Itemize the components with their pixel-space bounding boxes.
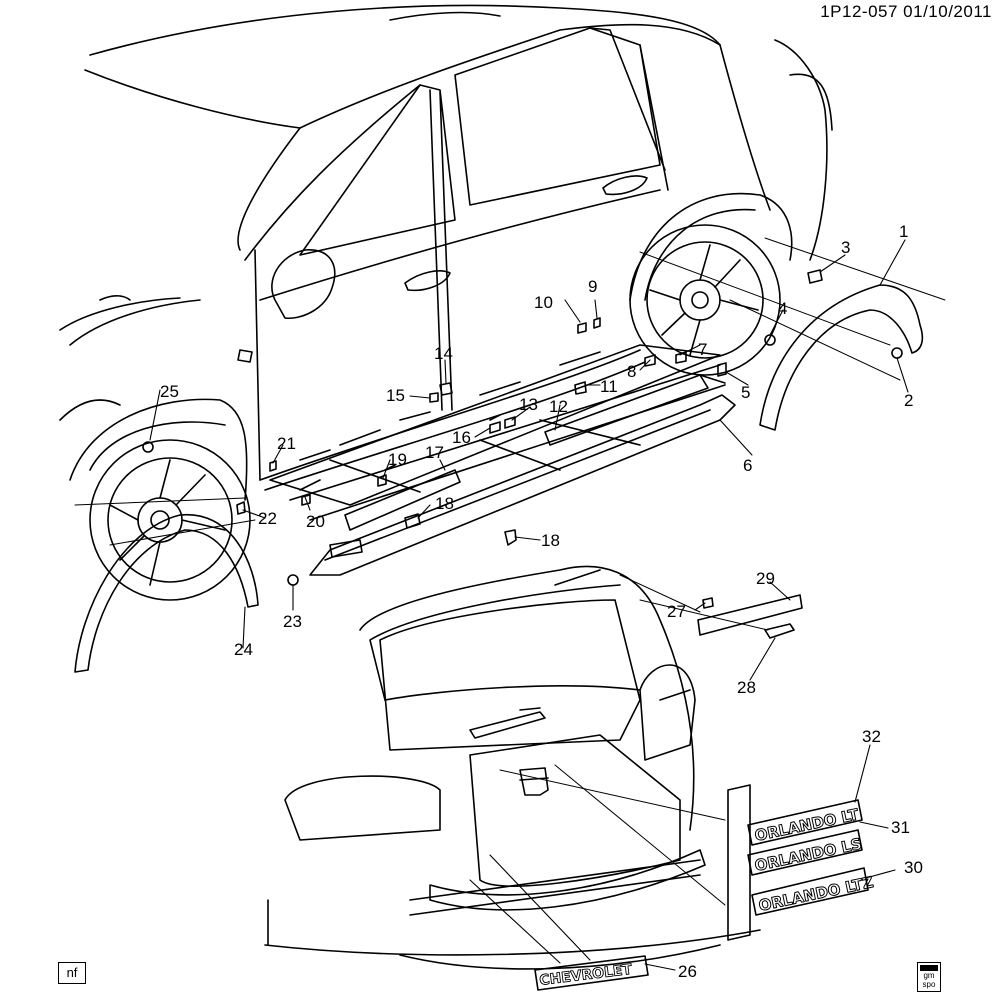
- callout-31: 31: [891, 818, 910, 837]
- callout-20: 20: [306, 512, 325, 531]
- callout-28: 28: [737, 678, 756, 697]
- vehicle-side-view: [59, 4, 833, 601]
- callout-6: 6: [743, 456, 753, 475]
- callout-18-lower: 18: [541, 531, 560, 550]
- callout-21: 21: [277, 434, 296, 453]
- callout-19: 19: [388, 450, 407, 469]
- badge-text: ORLANDO LT ORLANDO LS ORLANDO LTZ CHEVRO…: [538, 805, 875, 990]
- callout-8: 8: [627, 362, 637, 381]
- logo-bar: [920, 965, 938, 971]
- callout-9: 9: [588, 277, 598, 296]
- badge-chevrolet: CHEVROLET: [539, 962, 634, 989]
- badges-and-emblem: [534, 594, 869, 991]
- callout-32: 32: [862, 727, 881, 746]
- drawing-code: 1P12-057 01/10/2011: [820, 2, 992, 21]
- nf-box: nf: [58, 962, 86, 984]
- callout-23: 23: [283, 612, 302, 631]
- callout-24: 24: [234, 640, 253, 659]
- projection-lines: [74, 237, 946, 906]
- callout-27: 27: [667, 602, 686, 621]
- callout-18-upper: 18: [435, 494, 454, 513]
- wheel-flare-rear: [759, 269, 924, 431]
- callout-15: 15: [386, 386, 405, 405]
- callout-7: 7: [698, 340, 708, 359]
- callout-1: 1: [899, 222, 909, 241]
- wheel-flare-front: [74, 513, 259, 673]
- callout-17: 17: [425, 443, 444, 462]
- callout-2: 2: [904, 391, 914, 410]
- callout-13: 13: [519, 395, 538, 414]
- callout-3: 3: [841, 238, 851, 257]
- callout-30: 30: [904, 858, 923, 877]
- callout-25: 25: [160, 382, 179, 401]
- rocker-molding-assembly: [142, 317, 736, 586]
- callout-11: 11: [600, 377, 618, 396]
- logo-line2: spo: [922, 980, 936, 989]
- callout-22: 22: [258, 509, 277, 528]
- callout-29: 29: [756, 569, 775, 588]
- callout-16: 16: [452, 428, 471, 447]
- callout-12: 12: [549, 397, 568, 416]
- vehicle-rear-view: [264, 565, 761, 970]
- callout-14: 14: [434, 344, 453, 363]
- leader-lines: [149, 239, 909, 971]
- logo-line1: gm: [923, 971, 935, 980]
- callout-5: 5: [741, 383, 751, 402]
- callout-26: 26: [678, 962, 697, 981]
- gm-spo-logo: gm spo: [917, 962, 941, 992]
- callout-10: 10: [534, 293, 553, 312]
- callout-4: 4: [778, 299, 788, 318]
